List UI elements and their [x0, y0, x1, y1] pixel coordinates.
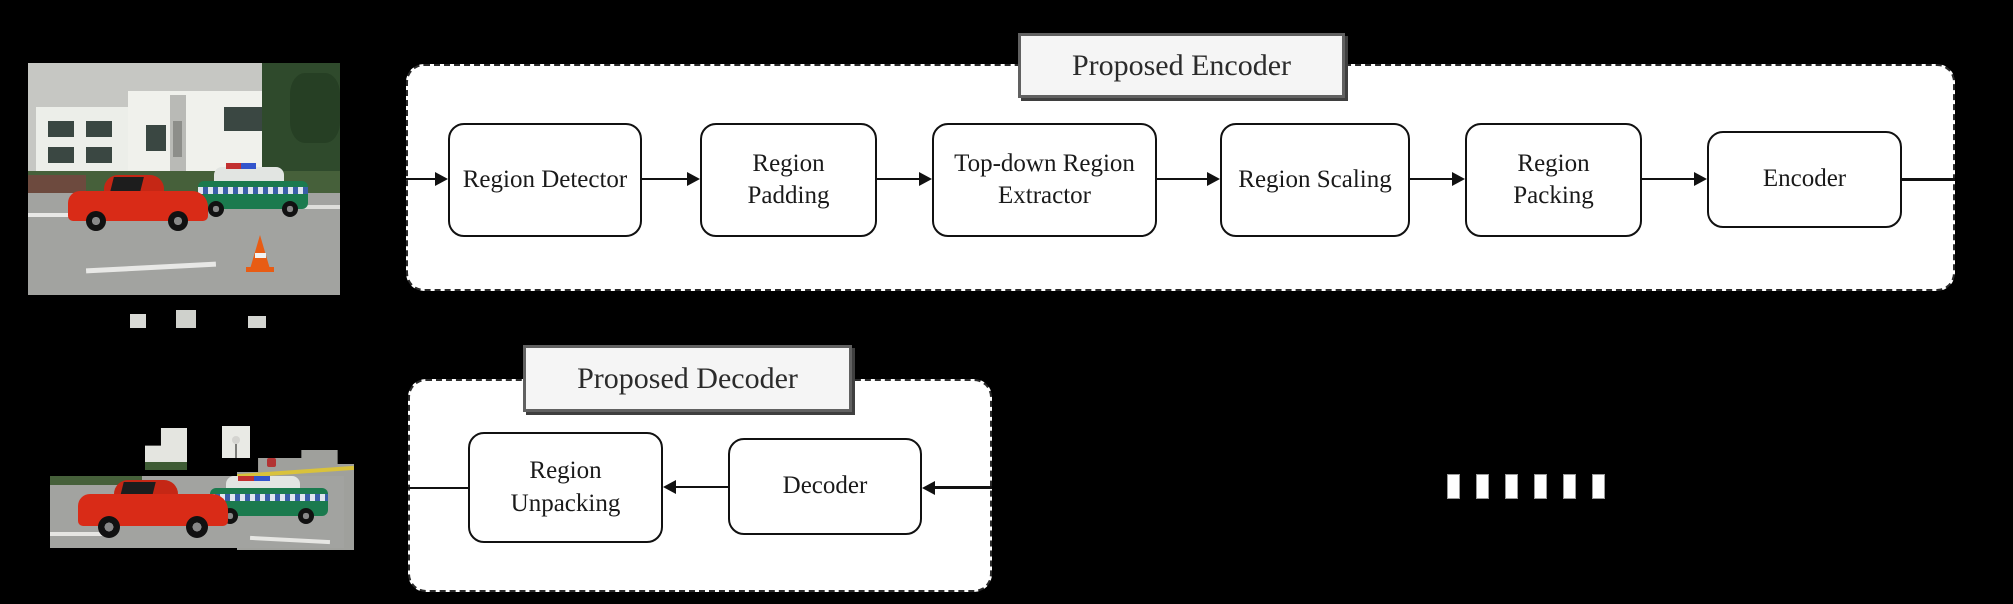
arrow-padding-to-extractor [877, 172, 932, 186]
box-label: Region Detector [462, 165, 628, 193]
decoder-title-plaque: Proposed Decoder [523, 345, 852, 412]
photo-police-car-roof [214, 167, 284, 185]
arrow-input-to-region-detector [406, 172, 448, 186]
box-label: Decoder [782, 472, 868, 500]
box-label: Region Unpacking [510, 457, 621, 517]
patch-stop-sign [267, 458, 276, 467]
input-image [28, 63, 340, 295]
strip-police-checker [210, 494, 328, 501]
bitstream-dash [1563, 474, 1576, 499]
line-unpacking-output [408, 487, 468, 489]
strip-police-lightbar [238, 476, 270, 481]
box-label: Encoder [1762, 165, 1847, 193]
encoder-title-plaque: Proposed Encoder [1018, 33, 1345, 98]
bitstream-dash [1505, 474, 1518, 499]
photo-traffic-cone-band [255, 253, 266, 258]
photo-red-car-windshield [110, 177, 144, 192]
box-region-detector: Region Detector [448, 123, 642, 237]
photo-police-lightbar [226, 163, 256, 169]
patch-fragment [130, 314, 146, 328]
photo-window [48, 121, 74, 137]
photo-traffic-cone-base [246, 267, 274, 272]
photo-shrub [28, 175, 86, 197]
patch-lamp-pole [235, 444, 237, 458]
arrow-detector-to-padding [642, 172, 700, 186]
arrow-extractor-to-scaling [1157, 172, 1220, 186]
box-region-packing: Region Packing [1465, 123, 1642, 237]
photo-window [48, 147, 74, 163]
photo-window [86, 147, 112, 163]
box-label: Region Packing [1513, 149, 1594, 210]
photo-window [146, 125, 166, 151]
box-region-unpacking: Region Unpacking [468, 432, 663, 543]
photo-window [86, 121, 112, 137]
patch-fragment [248, 316, 266, 328]
arrow-scaling-to-packing [1410, 172, 1465, 186]
photo-trees [290, 73, 340, 143]
strip-road-marking [249, 535, 331, 545]
photo-wheel [282, 201, 298, 217]
box-label: Region Padding [747, 149, 830, 210]
photo-road-marking [278, 205, 340, 209]
line-encoder-output [1902, 178, 1955, 181]
strip-road-marking [50, 532, 114, 536]
bitstream-dash [1534, 474, 1547, 499]
strip-hedge [50, 476, 142, 485]
strip-wheel [186, 516, 208, 538]
arrow-bitstream-to-decoder [922, 480, 992, 495]
patch-cars-strip [50, 476, 344, 548]
patch-lamp-ball [232, 436, 240, 444]
bitstream-dash [1447, 474, 1460, 499]
arrow-packing-to-encoder [1642, 172, 1707, 186]
photo-wheel [86, 211, 106, 231]
patch-fragment [176, 310, 196, 328]
photo-wheel [168, 211, 188, 231]
encoder-title: Proposed Encoder [1071, 48, 1292, 82]
photo-wheel [208, 201, 224, 217]
photo-road-marking [28, 213, 74, 217]
arrow-decoder-to-unpacking [663, 480, 728, 494]
box-region-scaling: Region Scaling [1220, 123, 1410, 237]
photo-window [224, 107, 264, 131]
box-topdown-region-extractor: Top-down Region Extractor [932, 123, 1157, 237]
bitstream-dash [1592, 474, 1605, 499]
box-label: Region Scaling [1238, 165, 1392, 193]
box-label: Top-down Region Extractor [954, 149, 1135, 210]
output-image [38, 308, 354, 550]
strip-wheel [298, 508, 314, 524]
decoder-title: Proposed Decoder [577, 361, 798, 395]
photo-police-checker [198, 187, 308, 194]
bitstream-dash [1476, 474, 1489, 499]
patch-building-hedge [145, 462, 187, 470]
box-encoder: Encoder [1707, 131, 1902, 228]
box-region-padding: Region Padding [700, 123, 877, 237]
photo-sign-pillar-text [173, 121, 182, 157]
strip-wheel [98, 516, 120, 538]
box-decoder: Decoder [728, 438, 922, 535]
photo-traffic-cone [250, 235, 270, 269]
bitstream-dashes [1447, 474, 1605, 499]
